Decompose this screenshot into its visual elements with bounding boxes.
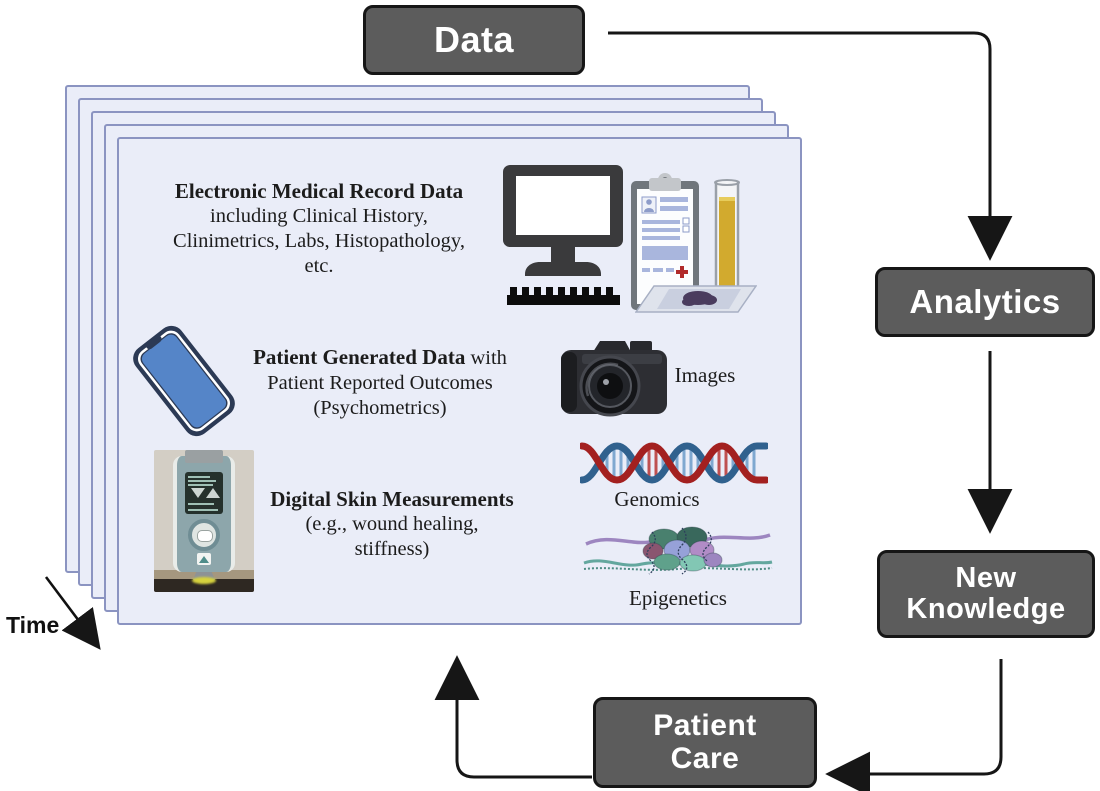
skin-device-logo [197,553,211,565]
emr-title: Electronic Medical Record Data [174,179,464,203]
skin-device-cap [185,450,223,463]
node-data: Data [363,5,585,75]
pgd-line: (Psychometrics) [313,397,447,419]
arrow-new-knowledge-to-patient-care [825,659,1003,791]
skin-device-dial [188,519,220,551]
node-data-label: Data [433,18,515,60]
node-patient-care-line2: Care [670,741,740,775]
dsm-title: Digital Skin Measurements [270,487,514,511]
pgd-text-block: Patient Generated Data with Patient Repo… [225,345,535,421]
skin-device-screen [185,472,223,514]
pgd-title: Patient Generated Data with [253,345,507,369]
pgd-line: Patient Reported Outcomes [267,372,493,394]
images-label: Images [674,363,736,387]
node-patient-care: Patient Care [593,697,817,788]
dsm-line: stiffness) [354,538,430,560]
emr-line: Clinimetrics, Labs, Histopathology, [173,230,465,252]
ruler-icon [507,287,620,305]
photo-table-edge [154,579,254,592]
smartphone-icon [129,324,239,439]
skin-device-tip [193,572,215,580]
node-new-knowledge: New Knowledge [877,550,1095,638]
data-card-front: Electronic Medical Record Data including… [117,137,802,625]
skin-device-photo [154,450,254,592]
genomics-label: Genomics [614,487,700,511]
time-label: Time [6,612,60,638]
camera-icon [561,341,667,417]
microscope-slide-icon [635,285,757,313]
epigenetics-label: Epigenetics [629,586,727,610]
emr-text-block: Electronic Medical Record Data including… [129,179,509,279]
monitor-icon [503,165,623,276]
skin-device-body [173,456,235,572]
chromatin-icon [583,526,773,575]
node-new-knowledge-line1: New [955,561,1017,594]
dna-icon [580,442,768,484]
dsm-text-block: Digital Skin Measurements (e.g., wound h… [237,487,547,562]
node-analytics-label: Analytics [909,283,1061,321]
skin-device-glow [192,577,216,584]
emr-line: including Clinical History, [210,205,428,227]
node-analytics: Analytics [875,267,1095,337]
arrow-patient-care-to-data-stack [434,655,592,779]
dsm-line: (e.g., wound healing, [305,513,479,535]
node-patient-care-line1: Patient [653,709,757,743]
emr-line: etc. [304,255,334,277]
node-new-knowledge-line2: Knowledge [906,593,1066,625]
